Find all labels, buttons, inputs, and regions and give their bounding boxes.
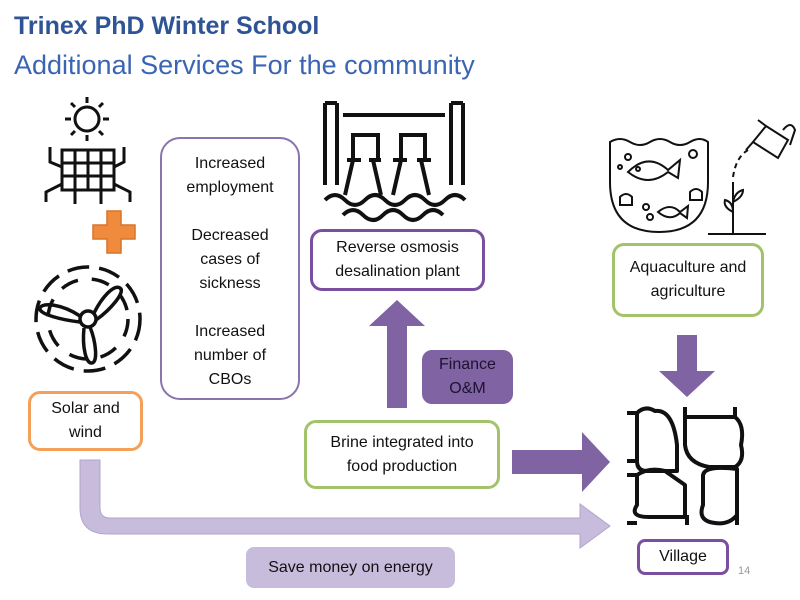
village-hands-icon [627, 406, 745, 526]
slide-title: Trinex PhD Winter School [14, 12, 320, 40]
arrow-up [369, 300, 425, 408]
finance-box: Finance O&M [422, 350, 513, 404]
reverse-osmosis-label: Reverse osmosis desalination plant [335, 239, 460, 280]
arrow-right [512, 432, 610, 492]
reverse-osmosis-box: Reverse osmosis desalination plant [310, 229, 485, 291]
solar-and-wind-label: Solar and wind [51, 400, 120, 441]
brine-label: Brine integrated into food production [330, 433, 474, 475]
benefits-box: Increased employment Decreased cases of … [160, 137, 300, 400]
finance-label: Finance O&M [439, 356, 496, 397]
village-box: Village [637, 539, 729, 575]
desalination-plant-icon [323, 101, 467, 222]
arrow-down [659, 335, 715, 397]
aquaculture-agriculture-icon [609, 119, 797, 235]
benefit-item: Increased number of CBOs [193, 323, 267, 388]
plus-icon [92, 210, 136, 254]
solar-panel-icon [44, 97, 132, 204]
page-number: 14 [738, 565, 751, 577]
village-label: Village [659, 548, 707, 565]
brine-box: Brine integrated into food production [304, 420, 500, 489]
benefit-item: Increased employment [186, 155, 274, 196]
aquaculture-label: Aquaculture and agriculture [629, 259, 747, 300]
aquaculture-box: Aquaculture and agriculture [612, 243, 764, 317]
wind-turbine-icon [34, 265, 142, 373]
slide-subtitle: Additional Services For the community [14, 50, 475, 80]
save-money-box: Save money on energy [246, 547, 455, 588]
solar-and-wind-box: Solar and wind [28, 391, 143, 451]
energy-savings-arrow [79, 459, 611, 549]
benefit-item: Decreased cases of sickness [191, 227, 269, 292]
save-money-label: Save money on energy [268, 558, 433, 576]
